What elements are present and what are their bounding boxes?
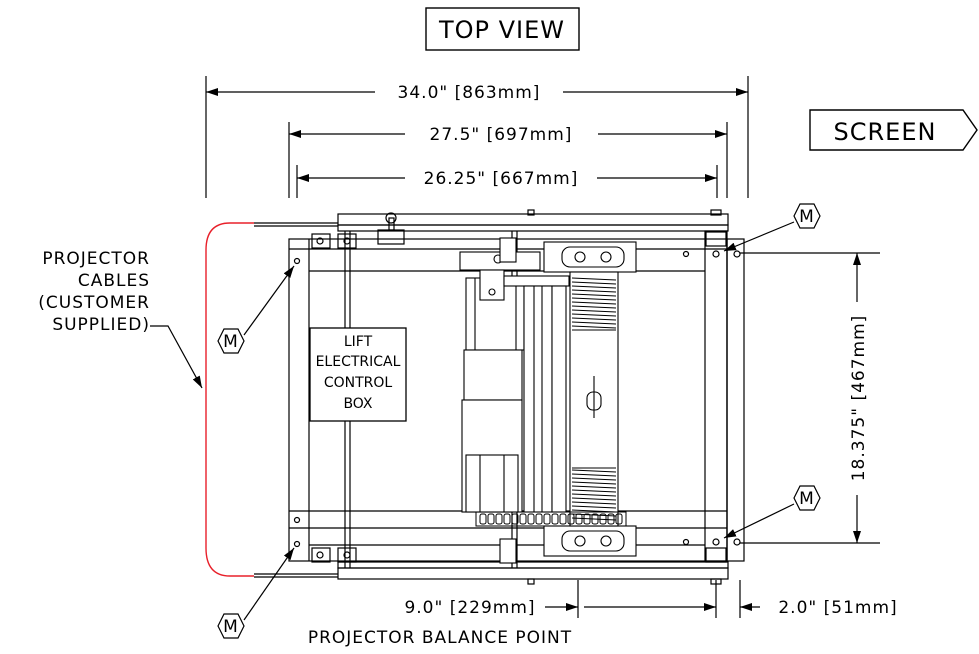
mount-marker-label: M (223, 332, 239, 352)
frame-width-label: 27.5" [697mm] (430, 125, 573, 145)
dimension-balance (545, 580, 760, 618)
mount-marker-label: M (223, 617, 239, 637)
control-box-line-2: ELECTRICAL (316, 354, 401, 370)
drive-chain (475, 511, 627, 527)
page-title: TOP VIEW (438, 16, 565, 44)
dimension-depth (740, 252, 880, 544)
title-block: TOP VIEW (425, 7, 580, 51)
balance-point-label: PROJECTOR BALANCE POINT (308, 628, 572, 648)
depth-label: 18.375" [467mm] (849, 315, 869, 482)
balance-offset-label: 9.0" [229mm] (404, 598, 535, 618)
mount-marker-label: M (799, 489, 815, 509)
cables-line-1: PROJECTOR (42, 249, 150, 269)
projector-cable (205, 222, 254, 577)
screen-arrow: SCREEN (809, 109, 978, 151)
frame-holes (293, 237, 741, 559)
edge-offset-label: 2.0" [51mm] (778, 598, 897, 618)
actuator-assembly (459, 237, 570, 564)
dimension-overall-width (205, 76, 749, 198)
drum-assembly (543, 241, 637, 557)
dimension-frame-width (288, 122, 728, 198)
drum-coil-bottom (571, 469, 617, 521)
mount-marker-top-right: M (723, 203, 821, 252)
cables-line-4: SUPPLIED) (52, 315, 150, 335)
cables-line-3: (CUSTOMER (38, 293, 150, 313)
mount-marker-label: M (799, 207, 815, 227)
control-box-line-4: BOX (343, 396, 372, 412)
cables-line-2: CABLES (78, 271, 150, 291)
dimension-inner-width (296, 165, 718, 198)
drum-coil-top (571, 277, 617, 329)
control-box-line-3: CONTROL (324, 375, 393, 391)
control-box: LIFT ELECTRICAL CONTROL BOX (309, 327, 407, 422)
cables-callout: PROJECTOR CABLES (CUSTOMER SUPPLIED) (38, 249, 203, 389)
inner-width-label: 26.25" [667mm] (424, 169, 579, 189)
overall-width-label: 34.0" [863mm] (398, 83, 541, 103)
screen-label: SCREEN (834, 118, 937, 146)
mount-marker-bottom-left: M (217, 547, 295, 639)
mount-marker-bottom-right: M (723, 485, 821, 539)
control-box-line-1: LIFT (344, 334, 373, 350)
mount-marker-left: M (217, 265, 295, 354)
